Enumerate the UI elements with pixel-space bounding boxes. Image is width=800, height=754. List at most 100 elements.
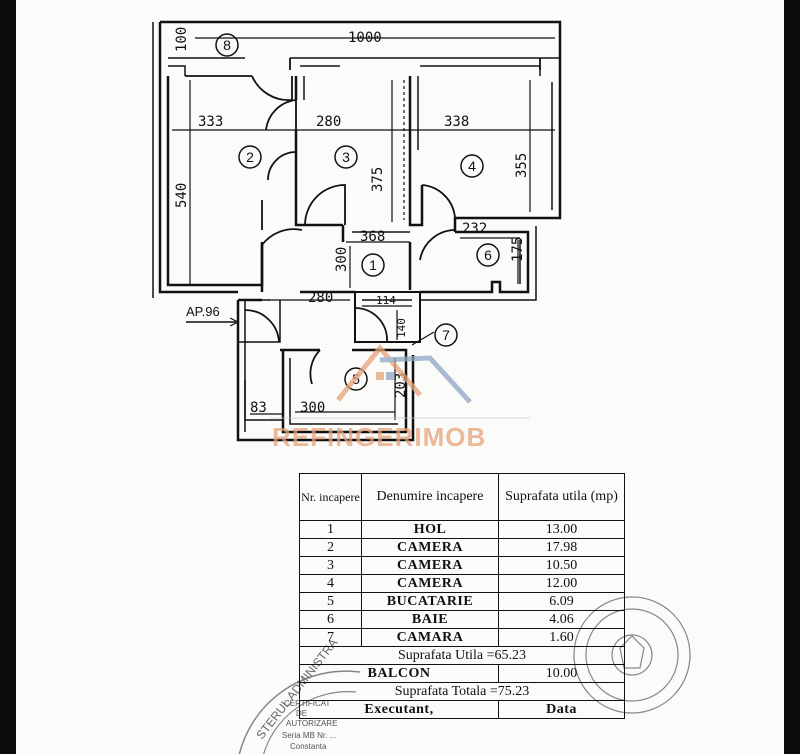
room1-circle — [361, 253, 385, 277]
dim-balcony-width: 83 — [250, 400, 267, 416]
row-name: HOL — [361, 520, 499, 539]
room6-wall — [432, 230, 530, 294]
entry-wall — [237, 300, 281, 343]
watermark-window-orange — [376, 372, 384, 380]
dim-r6-width: 232 — [462, 221, 487, 237]
right-black-border — [784, 0, 800, 754]
door-swing-4 — [421, 184, 456, 219]
room2-circle — [238, 145, 262, 169]
dim-r7-width: 114 — [376, 294, 396, 307]
room8-number: 8 — [223, 37, 231, 53]
watermark-logo: REFINGERIMOB — [270, 344, 530, 452]
row-area: 6.09 — [498, 592, 625, 611]
dim-r2-height: 540 — [174, 183, 190, 208]
row-nr: 2 — [299, 538, 362, 557]
signature-row: Executant, Data — [299, 700, 625, 719]
room6-circle — [476, 243, 500, 267]
room2-number: 2 — [246, 149, 254, 165]
row-name: CAMERA — [361, 556, 499, 575]
dim-r4-height: 355 — [514, 153, 530, 178]
room2-inner — [185, 75, 263, 230]
header-suprafata: Suprafata utila (mp) — [498, 473, 625, 521]
row-nr: 1 — [299, 520, 362, 539]
partition-2-3 — [294, 76, 343, 227]
room5-inner — [289, 358, 398, 425]
left-black-border — [0, 0, 16, 754]
dim-hol-height: 300 — [334, 247, 350, 272]
room8-circle — [215, 33, 239, 57]
room4-right-wall — [453, 82, 562, 232]
suprafata-utila-row: Suprafata Utila =65.23 — [299, 646, 625, 665]
partition-3-4 — [408, 76, 424, 227]
room4-circle — [460, 154, 484, 178]
table-header-row: Nr. incapere Denumire incapere Suprafata… — [299, 473, 625, 521]
room3-circle — [334, 145, 358, 169]
dim-r3-height: 375 — [370, 167, 386, 192]
row-area: 4.06 — [498, 610, 625, 629]
room6-outer — [420, 226, 537, 301]
door-swing-6 — [419, 229, 456, 261]
stamp-autorizare: AUTORIZARE — [286, 719, 337, 728]
watermark-roof-orange — [336, 344, 422, 402]
table-row: 1 HOL 13.00 — [299, 520, 625, 539]
room7-wall — [354, 291, 421, 343]
dim-r6-height: 175 — [510, 237, 526, 262]
stamp-oras: Constanta — [290, 742, 327, 751]
room1-number: 1 — [369, 257, 377, 273]
entrance-arrow-head — [229, 317, 240, 327]
balcon-row: BALCON 10.00 — [299, 664, 625, 683]
row-area: 1.60 — [498, 628, 625, 647]
data-label: Data — [498, 700, 625, 719]
room7-circle — [434, 323, 458, 347]
area-table: Nr. incapere Denumire incapere Suprafata… — [299, 473, 625, 719]
outer-wall-top — [160, 20, 562, 82]
door-swing-2b — [267, 151, 297, 181]
balcony-wall — [244, 380, 283, 421]
row-name: CAMERA — [361, 574, 499, 593]
room7-number: 7 — [442, 327, 450, 343]
suprafata-utila: Suprafata Utila =65.23 — [299, 646, 625, 665]
entrance-label: AP.96 — [186, 304, 220, 319]
room5-wall — [280, 348, 408, 434]
dim-top-width: 1000 — [348, 30, 382, 46]
lower-outer — [236, 300, 415, 442]
dim-r2-width: 333 — [198, 114, 223, 130]
row-name: CAMARA — [361, 628, 499, 647]
row-name: BUCATARIE — [361, 592, 499, 611]
dim-hol-lower-width: 280 — [308, 290, 333, 306]
room6-number: 6 — [484, 247, 492, 263]
door-swing-7 — [354, 307, 388, 343]
suprafata-totala-row: Suprafata Totala =75.23 — [299, 682, 625, 701]
room5-circle — [344, 367, 368, 391]
room7-leader — [411, 331, 435, 346]
dim-r4-width: 338 — [444, 114, 469, 130]
balcon-label: BALCON — [299, 664, 499, 683]
door-swing-5 — [309, 349, 321, 385]
dim-r3-width: 280 — [316, 114, 341, 130]
outer-wall-left — [158, 22, 238, 294]
door-swing-entry — [244, 309, 280, 343]
header-nr: Nr. incapere — [299, 473, 362, 521]
dim-r7-height: 140 — [395, 318, 408, 338]
row-name: CAMERA — [361, 538, 499, 557]
header-denumire: Denumire incapere — [361, 473, 499, 521]
balcon-area: 10.00 — [498, 664, 625, 683]
strip-door-ticks — [289, 58, 541, 70]
floor-plan: 1000 100 333 280 338 540 375 355 3 6 8 232… — [152, 20, 562, 452]
door-swing-2 — [265, 99, 297, 131]
row-nr: 4 — [299, 574, 362, 593]
row-area: 13.00 — [498, 520, 625, 539]
table-row: 3 CAMERA 10.50 — [299, 556, 625, 575]
watermark-roof-blue — [379, 355, 472, 404]
table-row: 2 CAMERA 17.98 — [299, 538, 625, 557]
row-nr: 3 — [299, 556, 362, 575]
row-name: BAIE — [361, 610, 499, 629]
row-nr: 7 — [299, 628, 362, 647]
row-nr: 5 — [299, 592, 362, 611]
hall-wall — [260, 225, 412, 292]
room3-number: 3 — [342, 149, 350, 165]
executant-label: Executant, — [299, 700, 499, 719]
dim-top-strip: 100 — [174, 27, 190, 52]
suprafata-totala: Suprafata Totala =75.23 — [299, 682, 625, 701]
table-row: 4 CAMERA 12.00 — [299, 574, 625, 593]
